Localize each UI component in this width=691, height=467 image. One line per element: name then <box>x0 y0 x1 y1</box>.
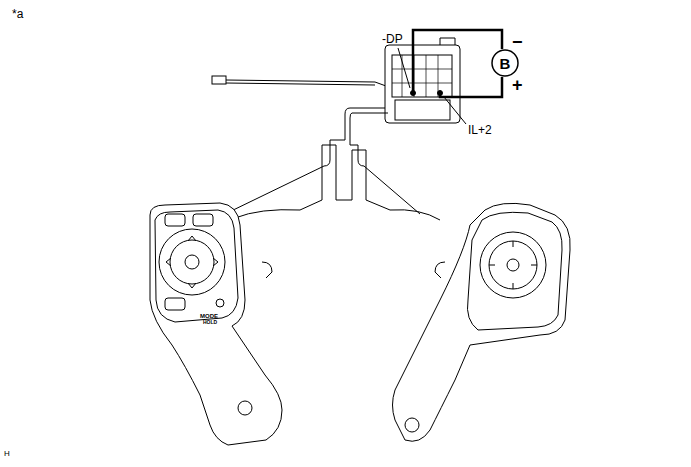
right-switch-face <box>467 212 562 330</box>
mount-hole <box>238 401 252 415</box>
pin-dot <box>411 91 416 96</box>
meter-symbol: B <box>488 49 522 77</box>
left-switch-face <box>155 210 238 322</box>
mount-hole <box>216 299 224 307</box>
harness <box>322 145 366 150</box>
bracket <box>435 262 445 278</box>
figure-code: H <box>4 450 10 458</box>
harness <box>350 113 420 214</box>
switch-button <box>165 214 185 226</box>
dial-symbols <box>489 241 537 289</box>
right-dial-center <box>507 259 519 271</box>
tester-lead <box>440 77 502 97</box>
connector-cavities <box>392 55 452 97</box>
left-switch <box>150 203 282 445</box>
mount-hole <box>405 418 419 432</box>
bracket <box>262 262 272 278</box>
harness <box>322 145 366 200</box>
harness <box>235 200 440 220</box>
arrow-symbols <box>166 236 218 288</box>
right-dial <box>480 232 546 298</box>
right-switch <box>393 203 571 441</box>
connector <box>385 45 460 123</box>
right-dial <box>489 241 537 289</box>
cable <box>226 80 386 86</box>
figure-tag: *a <box>12 8 23 20</box>
connector-tab <box>440 38 455 45</box>
switch-button <box>165 298 185 310</box>
leader-line <box>398 48 410 88</box>
tester-circle: B <box>488 49 522 77</box>
pin-name: -DP <box>382 33 403 45</box>
connector-lock <box>395 100 450 120</box>
left-dpad-center <box>185 255 199 269</box>
switch-marking: HOLD <box>203 320 217 325</box>
plug <box>212 76 226 84</box>
pin-dot <box>438 91 443 96</box>
pin-name: IL+2 <box>468 124 492 136</box>
polarity-sign: − <box>512 33 523 51</box>
cable <box>226 83 375 85</box>
leader-line <box>444 97 466 124</box>
switch-marking: MODE <box>200 313 218 319</box>
left-dpad <box>159 229 225 295</box>
tester-lead <box>413 30 502 93</box>
connector-face <box>392 55 452 97</box>
harness <box>225 108 385 214</box>
switch-button <box>193 214 213 226</box>
polarity-sign: + <box>512 76 523 94</box>
left-dpad <box>170 240 214 284</box>
